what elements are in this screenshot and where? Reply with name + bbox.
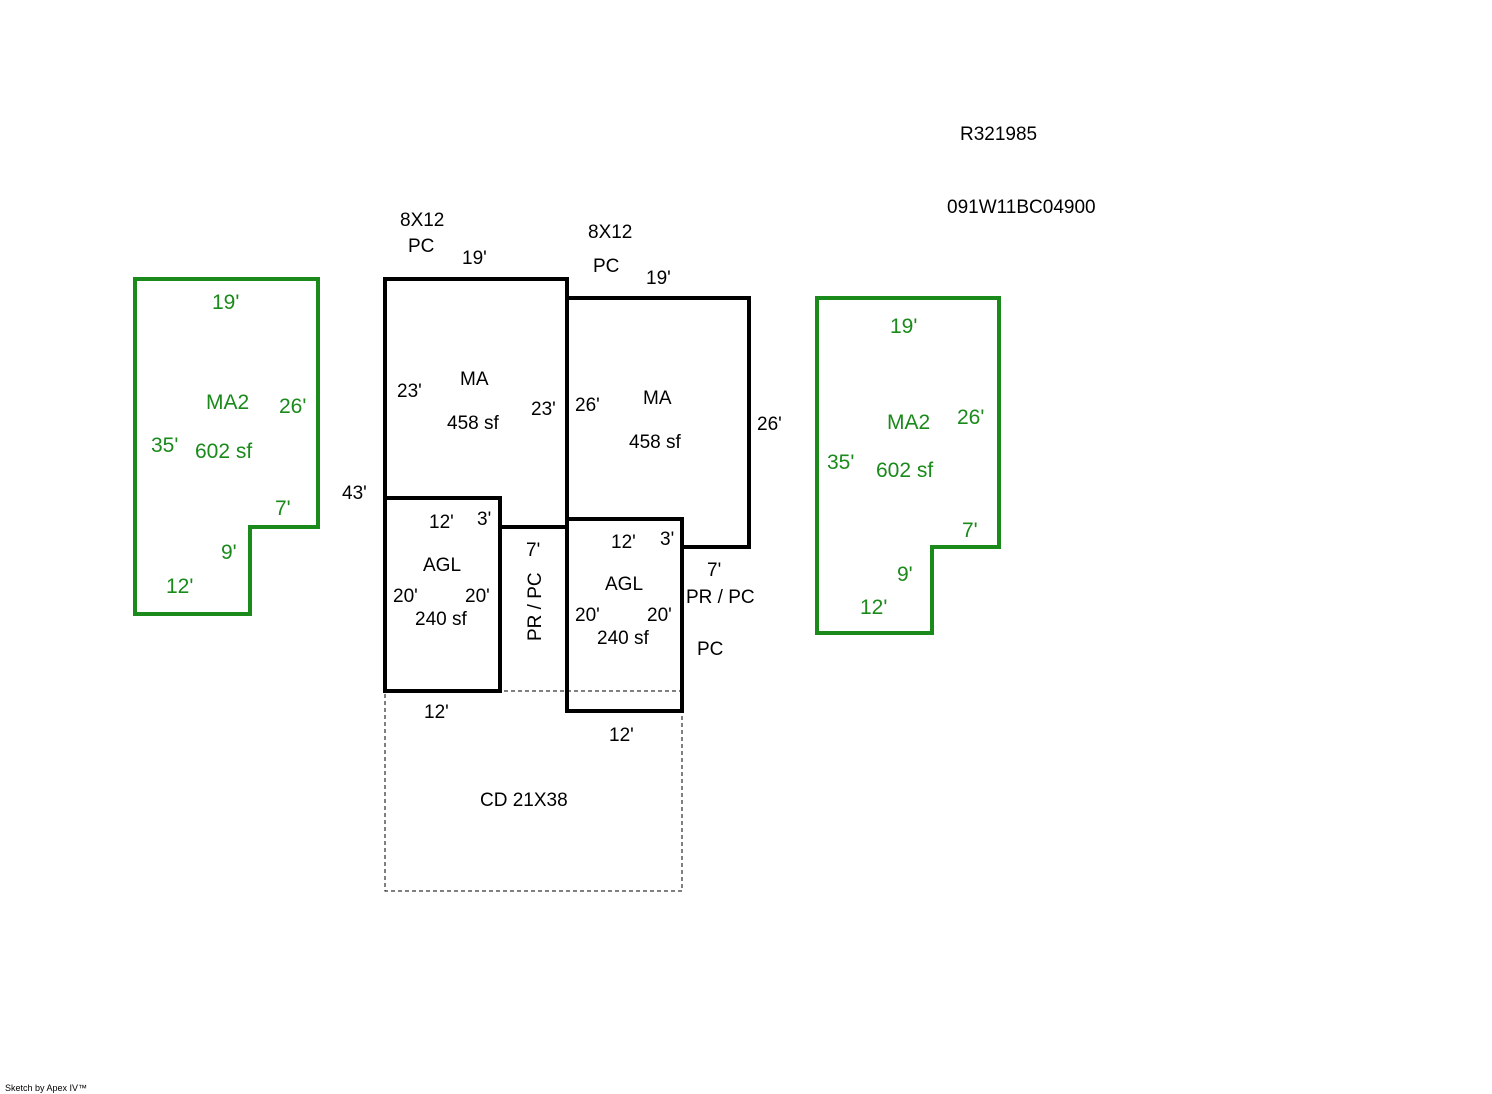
left-pc-size: 8X12 (400, 210, 444, 231)
parcel-number: 091W11BC04900 (947, 197, 1096, 218)
left-porch-dim: 7' (526, 540, 540, 561)
left-ma2-area: 602 sf (195, 440, 252, 463)
carport-outline (384, 690, 683, 892)
right-ma-right-dim: 26' (757, 414, 782, 435)
left-ma-label: MA (460, 369, 489, 390)
right-pc-label: PC (593, 256, 619, 277)
left-ma2-outline (133, 277, 320, 616)
right-agl-outline (565, 517, 684, 713)
right-ma2-area: 602 sf (876, 459, 933, 482)
left-ma-area: 458 sf (447, 413, 499, 434)
right-porch-extra-label: PC (697, 639, 723, 660)
right-ma2-left-dim: 35' (827, 451, 854, 474)
left-ma2-step-top-dim: 7' (275, 497, 291, 520)
right-ma2-step-top-dim: 7' (962, 519, 978, 542)
left-ma-left-dim: 23' (397, 381, 422, 402)
left-pc-label: PC (408, 236, 434, 257)
right-ma2-right-dim: 26' (957, 406, 984, 429)
left-ma2-left-dim: 35' (151, 434, 178, 457)
right-ma-area: 458 sf (629, 432, 681, 453)
left-ma2-step-side-dim: 9' (221, 541, 237, 564)
left-agl-right-dim: 20' (465, 586, 490, 607)
left-ma-right-dim: 23' (531, 399, 556, 420)
right-agl-right-dim: 20' (647, 605, 672, 626)
left-ma2-right-dim: 26' (279, 395, 306, 418)
left-agl-label: AGL (423, 555, 461, 576)
left-ma2-bottom-dim: 12' (166, 575, 193, 598)
record-id: R321985 (960, 124, 1037, 145)
left-ma2-top-dim: 19' (212, 291, 239, 314)
right-agl-label: AGL (605, 574, 643, 595)
right-ma-left-dim: 26' (575, 395, 600, 416)
left-agl-top-dim: 12' (429, 512, 454, 533)
left-ma2-label: MA2 (206, 391, 249, 414)
sketch-credit: Sketch by Apex IV™ (5, 1083, 87, 1093)
right-ma-top-dim: 19' (646, 268, 671, 289)
left-ma-top-dim: 19' (462, 248, 487, 269)
right-ma-label: MA (643, 388, 672, 409)
right-pc-size: 8X12 (588, 222, 632, 243)
right-ma2-outline (815, 296, 1001, 635)
right-agl-notch-dim: 3' (660, 529, 674, 550)
right-porch-dim: 7' (707, 560, 721, 581)
left-agl-left-dim: 20' (393, 586, 418, 607)
right-ma2-label: MA2 (887, 411, 930, 434)
left-agl-bottom-dim: 12' (424, 702, 449, 723)
right-agl-bottom-dim: 12' (609, 725, 634, 746)
left-overall-dim: 43' (342, 483, 367, 504)
right-agl-area: 240 sf (597, 628, 649, 649)
right-ma2-top-dim: 19' (890, 315, 917, 338)
left-agl-notch-dim: 3' (477, 509, 491, 530)
right-agl-left-dim: 20' (575, 605, 600, 626)
right-ma2-bottom-dim: 12' (860, 596, 887, 619)
left-agl-area: 240 sf (415, 609, 467, 630)
right-agl-top-dim: 12' (611, 532, 636, 553)
left-agl-outline (383, 496, 502, 693)
right-porch-label: PR / PC (686, 587, 755, 608)
right-ma-outline (565, 296, 751, 549)
right-ma2-step-side-dim: 9' (897, 563, 913, 586)
carport-label: CD 21X38 (480, 790, 568, 811)
left-porch-label: PR / PC (525, 572, 546, 641)
